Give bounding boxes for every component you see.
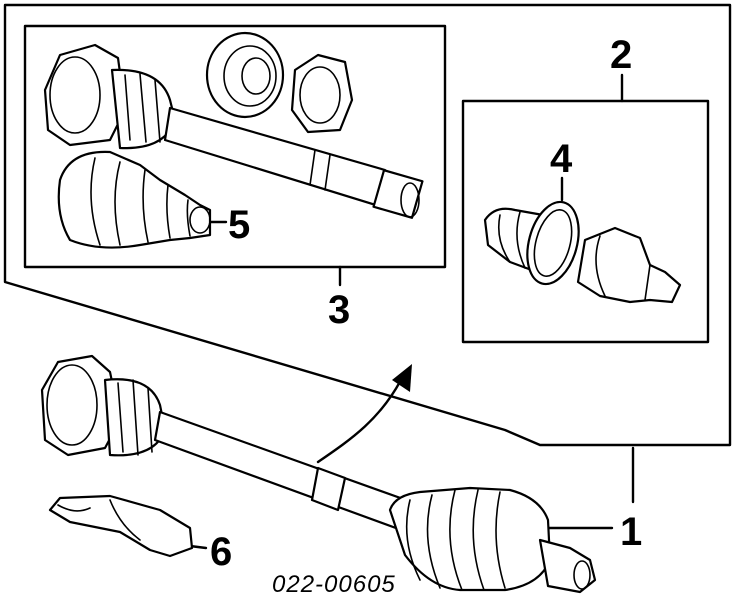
inner-cv-joint-upper [43,43,177,150]
curved-arrow [316,376,404,464]
drive-axle-assembly [40,354,597,594]
callout-5: 5 [228,203,250,247]
boot-clamp [48,494,194,558]
callout-1: 1 [620,510,642,554]
figure-code: 022-00605 [272,571,396,598]
callout-6: 6 [210,530,232,574]
boot [57,150,212,249]
bearing [205,31,285,119]
cv-joint-kit [483,200,682,304]
callout-3: 3 [328,288,350,332]
cv-joint-kit-box [461,99,710,344]
boot-kit-box [23,24,447,269]
callout-4: 4 [550,137,573,181]
arrow-head [392,364,412,392]
nut [290,53,354,134]
assembly-outline [3,3,732,447]
axle-shaft-upper [163,106,424,219]
callout-2: 2 [610,33,632,77]
